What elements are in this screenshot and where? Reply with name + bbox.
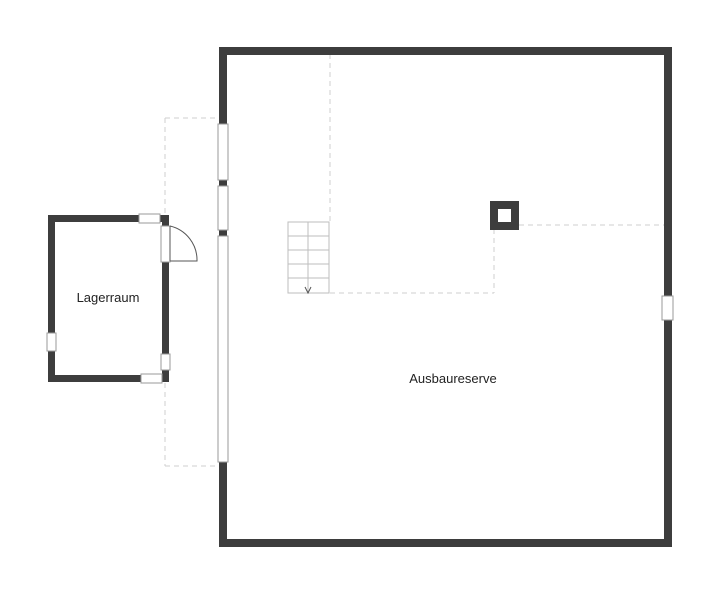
- window-east: [661, 295, 674, 321]
- room-label-lagerraum: Lagerraum: [77, 290, 140, 305]
- door-swing-icon: [169, 225, 198, 262]
- storage-openings: [46, 213, 171, 384]
- stair-arrow-icon: [304, 286, 312, 295]
- guide-lines: [164, 54, 666, 467]
- room-label-ausbaureserve: Ausbaureserve: [409, 371, 496, 386]
- door-opening-storage: [160, 225, 171, 263]
- window-storage-east-lower: [160, 353, 171, 371]
- window-storage-west: [46, 332, 57, 352]
- staircase: [287, 221, 330, 295]
- window-west-lower: [217, 235, 229, 463]
- window-storage-bottom: [140, 373, 163, 384]
- window-storage-top: [138, 213, 161, 224]
- window-west-mid: [217, 185, 229, 231]
- chimney: [490, 201, 519, 230]
- main-building-walls: [219, 47, 672, 547]
- storage-room-walls: [48, 215, 169, 382]
- window-west-upper: [217, 123, 229, 181]
- main-west-openings: [217, 123, 229, 463]
